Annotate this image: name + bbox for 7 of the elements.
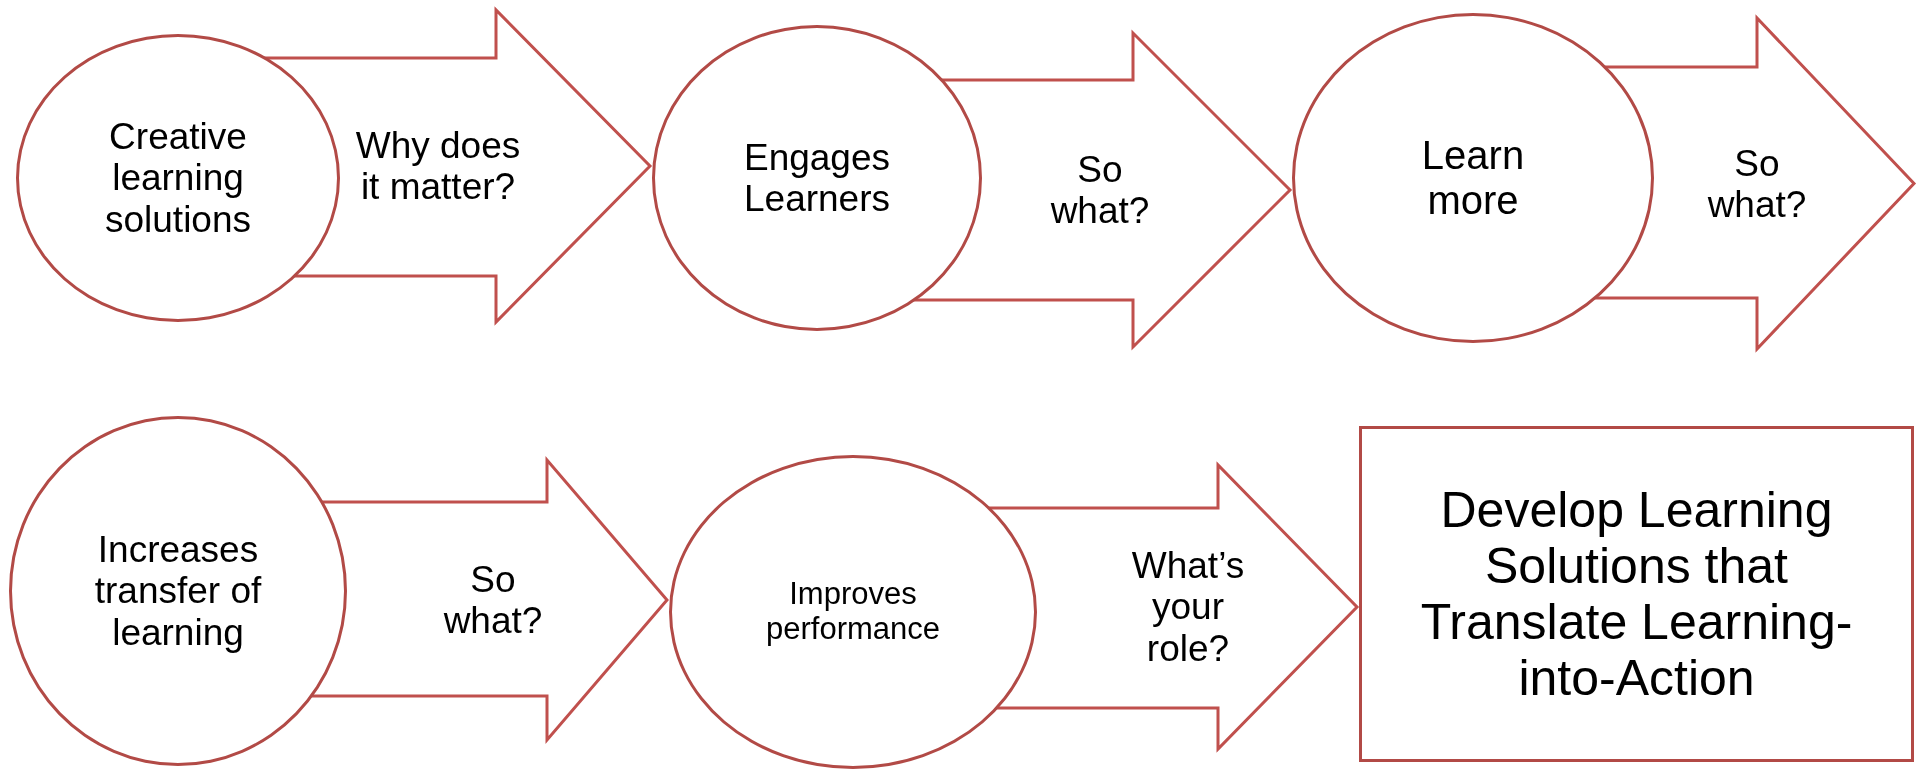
node-text: Increases transfer of learning — [93, 528, 263, 654]
box-node — [1359, 426, 1914, 762]
node-text: Creative learning solutions — [104, 115, 252, 241]
node-text: Develop Learning Solutions that Translate Learning-into-Action — [1419, 482, 1854, 706]
node-text: Engages Learners — [742, 136, 892, 220]
node-text: Improves performance — [765, 577, 941, 647]
node-text: Learn more — [1420, 133, 1526, 223]
